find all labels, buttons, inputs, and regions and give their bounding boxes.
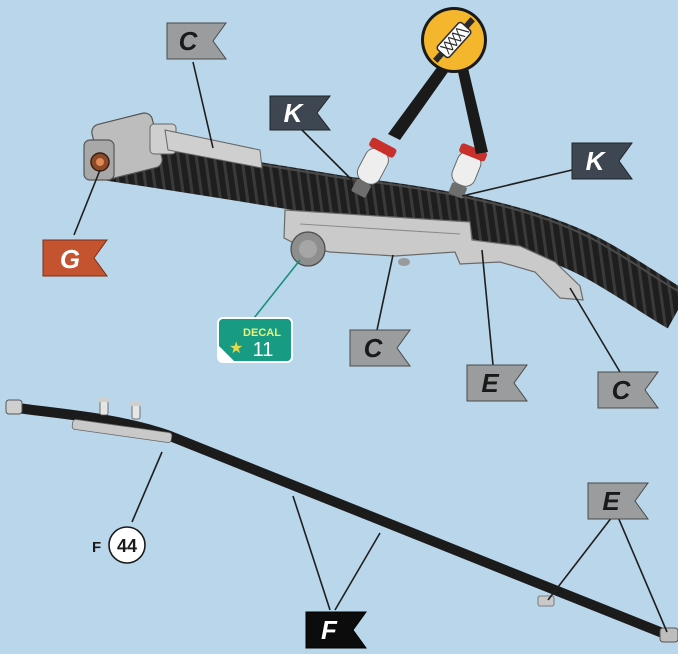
filter-icon (433, 17, 475, 63)
badge-pointer-right (458, 68, 488, 154)
flag-e-bottom: E (587, 482, 649, 520)
corrugated-hose (106, 139, 678, 329)
part-reference-letter: F (92, 539, 101, 556)
part-reference: F 44 (92, 526, 146, 564)
flag-k-left-label: K (284, 98, 305, 128)
flag-c-top: C (166, 22, 227, 60)
badge-pointer-left (388, 66, 448, 140)
flag-c-right-label: C (612, 375, 632, 405)
part-reference-number: 44 (117, 536, 137, 556)
filter-detail-badge (421, 7, 487, 73)
long-hose (13, 403, 675, 641)
flag-g: G (42, 239, 108, 277)
lower-hose-assembly (5, 397, 678, 643)
leader-lines (73, 61, 668, 633)
small-nozzle-left (98, 397, 110, 416)
star-icon: ★ (229, 338, 243, 357)
nozzle-left (351, 137, 397, 198)
flag-c-middle: C (349, 329, 411, 367)
flag-k-right: K (571, 142, 633, 180)
flag-e-bottom-label: E (602, 486, 620, 516)
flag-c-top-label: C (179, 26, 199, 56)
flag-k-right-label: K (586, 146, 607, 176)
flag-c-middle-label: C (364, 333, 384, 363)
flag-k-left: K (269, 95, 332, 131)
flag-e-top-label: E (481, 368, 499, 398)
flag-f-label: F (321, 615, 338, 645)
mounting-bracket (283, 209, 584, 301)
flag-e-top: E (466, 364, 528, 402)
flag-g-label: G (60, 244, 80, 274)
decal-label: DECAL (243, 327, 281, 339)
nozzle-right (448, 143, 488, 199)
flag-c-right: C (597, 371, 659, 409)
upper-bracket (164, 129, 263, 169)
hose-end-cap (659, 627, 678, 643)
flag-f: F (305, 611, 367, 649)
decal-number: 11 (253, 339, 274, 361)
hose-clip (537, 595, 555, 607)
decal-badge: ★ DECAL 11 (217, 317, 293, 363)
small-nozzle-right (130, 401, 142, 420)
upper-hose-assembly (83, 7, 678, 329)
